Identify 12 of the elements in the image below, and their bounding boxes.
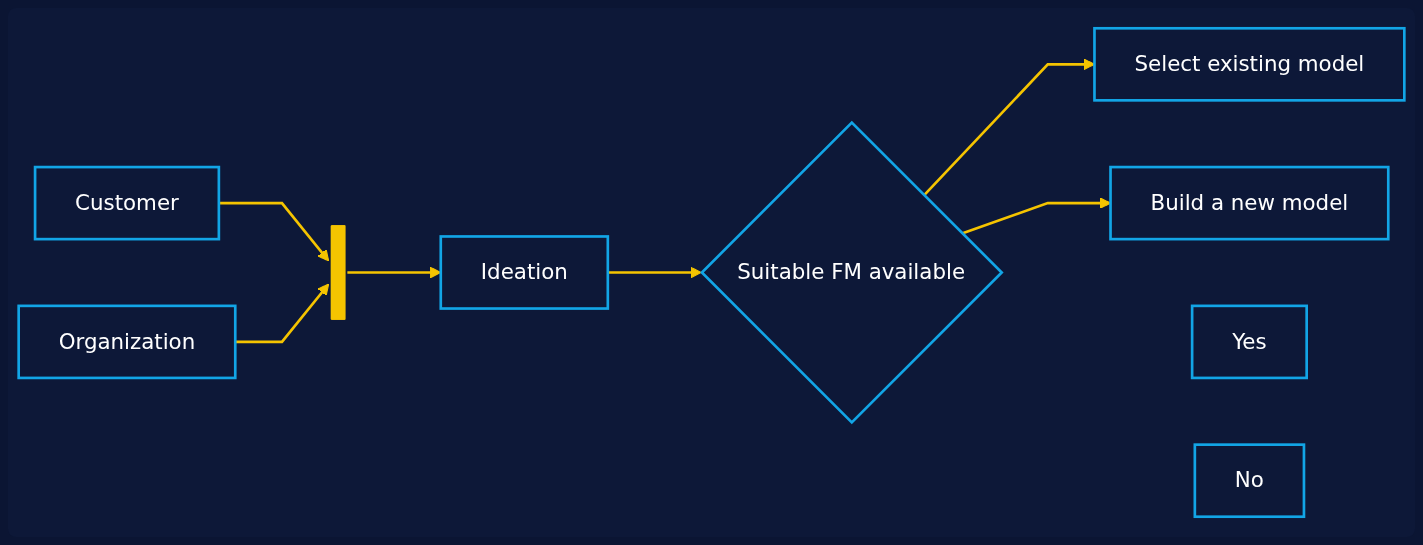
arrow: [607, 266, 702, 279]
node-box: Ideation: [439, 235, 610, 310]
node-box: Select existing model: [1093, 26, 1406, 102]
arrow: [235, 283, 330, 344]
node-box: Customer: [33, 165, 221, 241]
node-box: Organization: [17, 304, 237, 380]
arrow: [923, 58, 1095, 197]
node-box: No: [1193, 443, 1306, 519]
node-box: Build a new model: [1109, 165, 1390, 241]
node-box: Yes: [1190, 304, 1308, 380]
node-diamond: Suitable FM available: [700, 120, 1004, 425]
arrow: [218, 201, 330, 262]
